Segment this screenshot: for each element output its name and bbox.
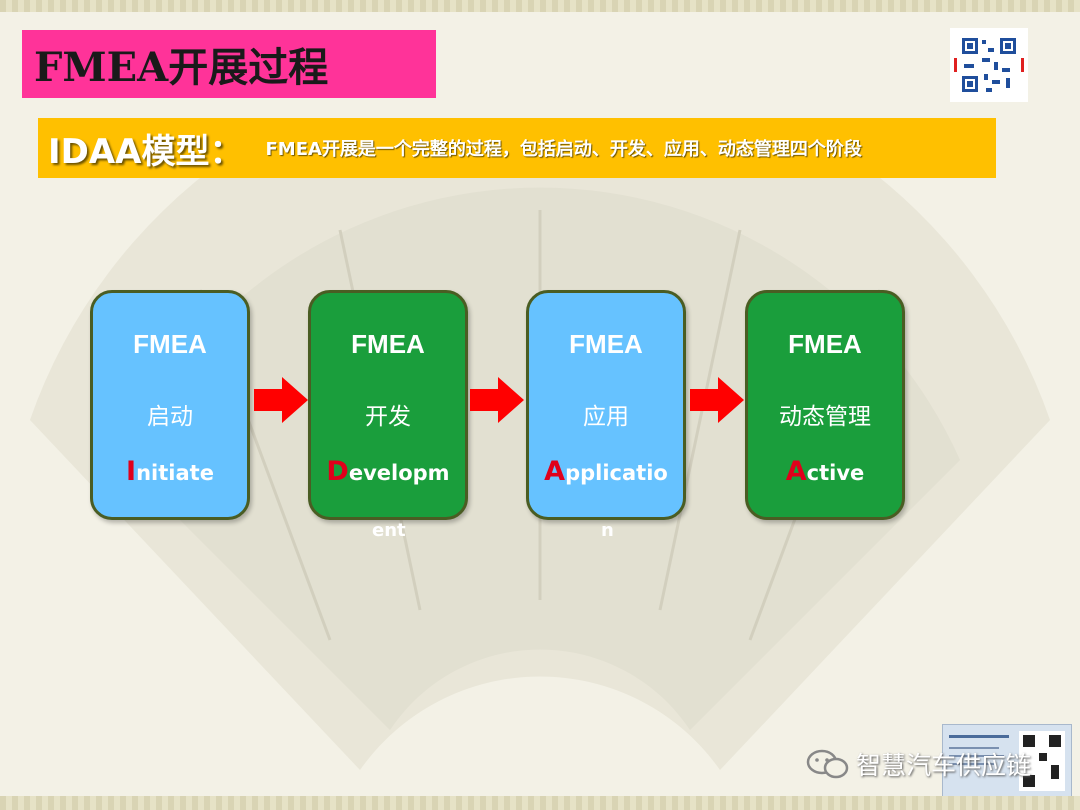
- right-arrow-icon: [690, 377, 744, 423]
- stage-abbr: FMEA: [133, 329, 207, 359]
- top-decor-band: [0, 0, 1080, 12]
- stage-en-label: Initiate: [93, 456, 247, 487]
- page-title-box: FMEA开展过程: [22, 30, 436, 98]
- stage-abbr: FMEA: [569, 329, 643, 359]
- business-card-image: [942, 724, 1072, 798]
- stage-en-rest: pplicatio: [565, 461, 668, 485]
- stage-application: FMEA 应用 Applicatio: [526, 290, 686, 520]
- stage-cn-label: 动态管理: [779, 404, 871, 430]
- stage-en-initial: D: [326, 456, 349, 487]
- wechat-icon: [806, 749, 849, 779]
- stage-cn-label: 开发: [365, 404, 411, 430]
- stage-active: FMEA 动态管理 Active: [745, 290, 905, 520]
- qr-code-icon: [950, 28, 1028, 102]
- stage-en-label: Active: [748, 456, 902, 487]
- stage-en-overflow: ent: [372, 520, 406, 541]
- stage-en-initial: I: [126, 456, 137, 487]
- stage-en-initial: A: [544, 456, 566, 487]
- stage-en-initial: A: [785, 456, 807, 487]
- subtitle-heading: IDAA模型：: [48, 131, 244, 172]
- stage-cn-label: 应用: [583, 404, 629, 430]
- right-arrow-icon: [470, 377, 524, 423]
- stage-en-label: Applicatio: [529, 456, 683, 487]
- stage-en-overflow: n: [601, 520, 614, 541]
- stage-abbr: FMEA: [351, 329, 425, 359]
- stage-en-rest: ctive: [806, 461, 865, 485]
- subtitle-bar: IDAA模型： FMEA开展是一个完整的过程，包括启动、开发、应用、动态管理四个…: [38, 118, 996, 178]
- stage-en-rest: nitiate: [136, 461, 214, 485]
- stage-en-rest: evelopm: [348, 461, 450, 485]
- subtitle-description: FMEA开展是一个完整的过程，包括启动、开发、应用、动态管理四个阶段: [265, 139, 862, 160]
- stage-abbr: FMEA: [788, 329, 862, 359]
- stage-en-label: Developm: [311, 456, 465, 487]
- stage-cn-label: 启动: [147, 404, 193, 430]
- watermark: 智慧汽车供应链: [806, 746, 1031, 782]
- watermark-text: 智慧汽车供应链: [856, 751, 1032, 780]
- stage-initiate: FMEA 启动 Initiate: [90, 290, 250, 520]
- page-title: FMEA开展过程: [34, 44, 329, 91]
- bottom-decor-band: [0, 796, 1080, 810]
- business-card-qr-icon: [949, 731, 1065, 791]
- right-arrow-icon: [254, 377, 308, 423]
- stage-development: FMEA 开发 Developm: [308, 290, 468, 520]
